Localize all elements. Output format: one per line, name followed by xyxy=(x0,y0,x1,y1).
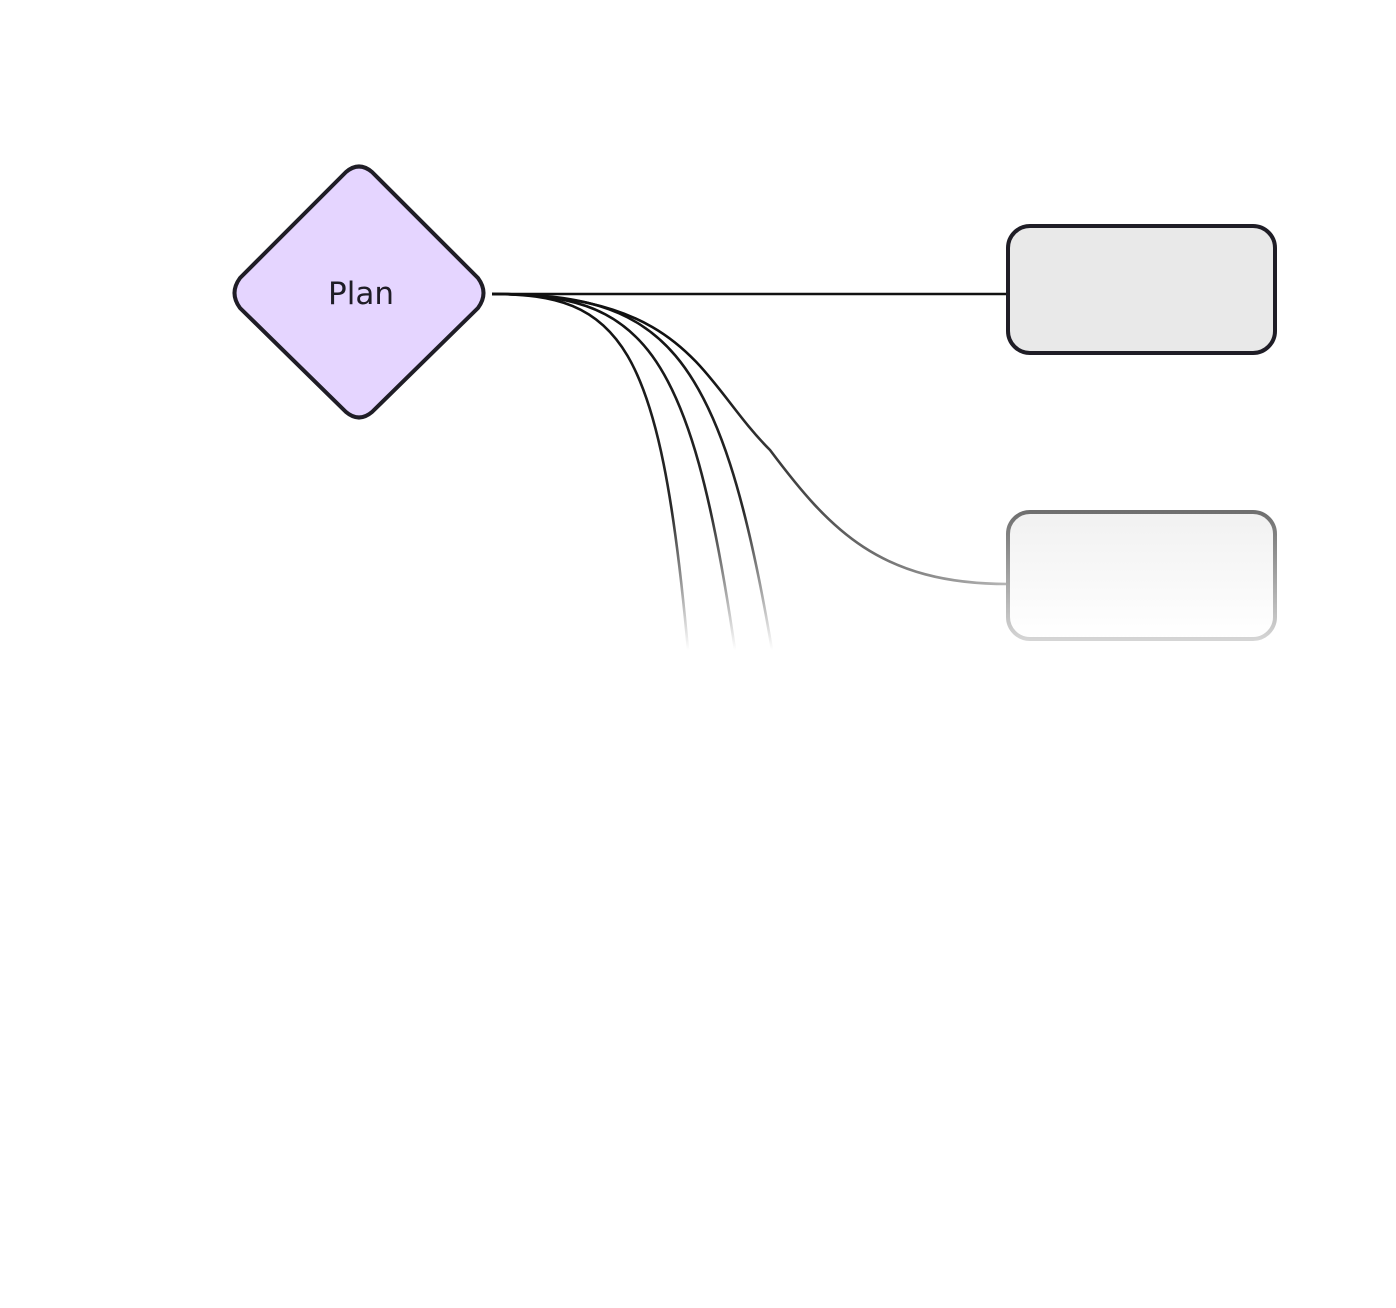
connector-fading-3 xyxy=(491,292,774,651)
output-node-1-shape xyxy=(1006,224,1277,355)
connector-fading-2 xyxy=(491,292,737,651)
output-node-2-shape xyxy=(1006,510,1277,641)
decision-node-label: Plan xyxy=(328,276,394,312)
connectors xyxy=(491,292,1009,651)
connector-fading-1 xyxy=(491,292,690,651)
decision-node-plan[interactable]: Plan xyxy=(232,164,486,420)
connector-plan-to-output-2 xyxy=(491,292,1009,586)
output-node-2[interactable] xyxy=(1006,510,1277,641)
output-node-1[interactable] xyxy=(1006,224,1277,355)
decision-node-shape xyxy=(232,164,486,420)
